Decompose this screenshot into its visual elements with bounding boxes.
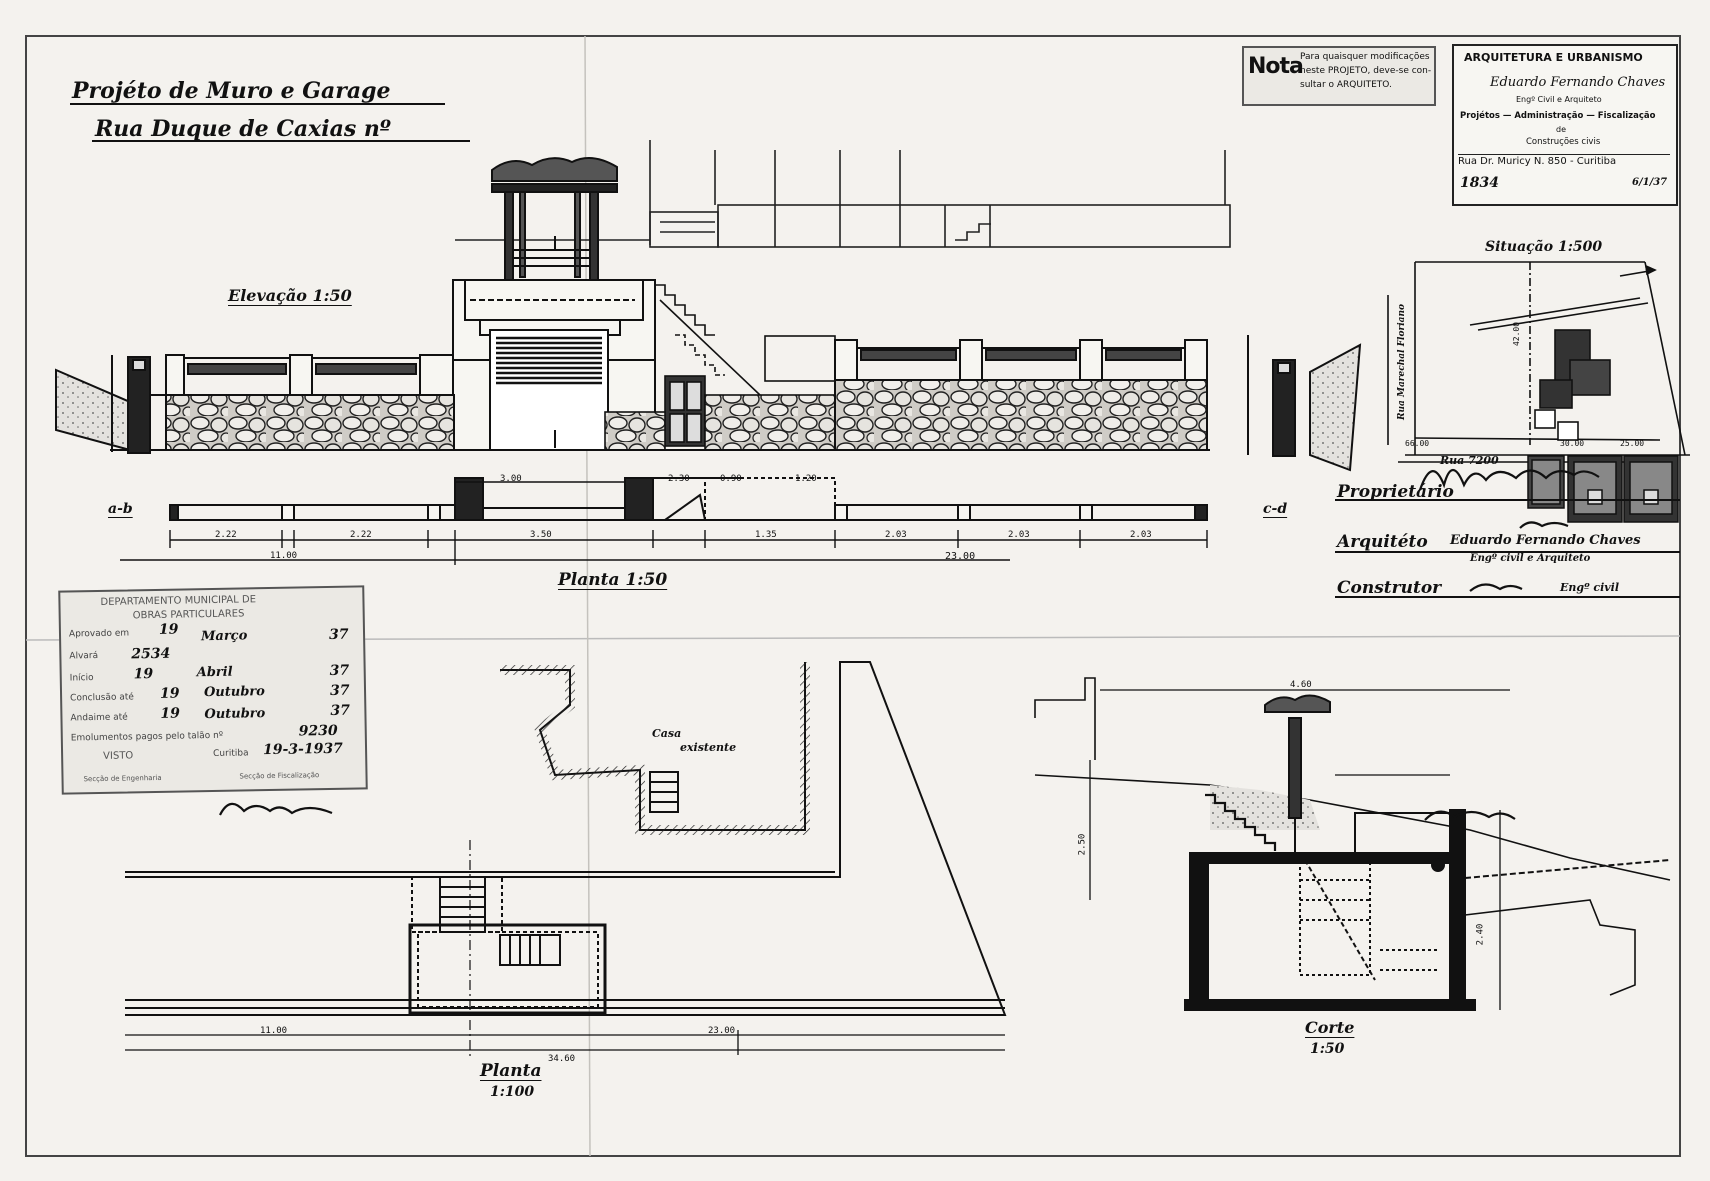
situation-side-street: Rua Marechal Floriano — [1397, 303, 1407, 420]
dim-3460: 34.60 — [548, 1054, 576, 1064]
approval-row1-month: Março — [200, 628, 248, 645]
dim-222a: 2.22 — [215, 530, 237, 540]
approval-row1-year: 37 — [328, 626, 349, 643]
office-header: ARQUITETURA E URBANISMO — [1464, 51, 1643, 64]
approval-sign1: Secção de Engenharia — [83, 773, 162, 784]
office-number: 1834 — [1460, 175, 1499, 191]
sit-dim-6600: 66.00 — [1405, 439, 1430, 448]
note-line2: neste PROJETO, deve-se con- — [1300, 66, 1432, 76]
office-address: Rua Dr. Muricy N. 850 - Curitiba — [1458, 154, 1670, 167]
approval-row1-day: 19 — [158, 621, 179, 638]
approval-header2: OBRAS PARTICULARES — [132, 608, 245, 622]
dim-222b: 2.22 — [350, 530, 372, 540]
approval-row3-year: 37 — [329, 662, 350, 679]
approval-row3-day: 19 — [133, 666, 154, 683]
sit-dim-2500: 25.00 — [1620, 439, 1645, 448]
section-scale: 1:50 — [1310, 1041, 1345, 1057]
office-services1: Projétos — Administração — Fiscalização — [1460, 111, 1656, 121]
dim-203c: 2.03 — [1130, 530, 1152, 540]
approval-row4-label: Conclusão até — [70, 692, 135, 704]
approval-sign2: Secção de Fiscalização — [239, 771, 320, 781]
approval-row4-month: Outubro — [203, 684, 266, 701]
architect-signature: Eduardo Fernando Chaves — [1450, 533, 1641, 548]
owner-label: Proprietário — [1337, 482, 1454, 502]
section-label: Corte — [1305, 1018, 1355, 1037]
note-line3: sultar o ARQUITETO. — [1300, 80, 1392, 90]
note-stamp: Nota Para quaisquer modificações neste P… — [1242, 46, 1436, 106]
dim-203b: 2.03 — [1008, 530, 1030, 540]
office-name: Eduardo Fernando Chaves — [1490, 75, 1666, 90]
approval-visto-label: VISTO — [103, 750, 134, 762]
dim-230: 2.30 — [668, 474, 690, 484]
sit-dim-4200: 42.00 — [1512, 321, 1522, 347]
dim-135: 1.35 — [755, 530, 777, 540]
builder-label: Construtor — [1337, 578, 1442, 598]
approval-date-label: Curitiba — [213, 748, 249, 760]
approval-row5-day: 19 — [160, 705, 181, 722]
sit-dim-3000: 30.00 — [1560, 439, 1585, 448]
architect-label: Arquitéto — [1337, 532, 1428, 552]
office-stamp: ARQUITETURA E URBANISMO Eduardo Fernando… — [1452, 44, 1678, 206]
office-role: Engº Civil e Arquiteto — [1516, 95, 1602, 104]
office-services2: de — [1556, 125, 1566, 134]
dim-350: 3.50 — [530, 530, 552, 540]
elevation-label: Elevação 1:50 — [228, 286, 352, 305]
section-ab-label: a-b — [108, 501, 133, 517]
dim-203a: 2.03 — [885, 530, 907, 540]
dim-1100: 11.00 — [270, 551, 298, 561]
architect-role: Engº civil e Arquiteto — [1470, 553, 1591, 564]
approval-row5-month: Outubro — [204, 706, 266, 723]
existing-house-label: Casa — [652, 727, 682, 740]
note-tag: Nota — [1248, 54, 1304, 79]
title-line2: Rua Duque de Caxias nº — [95, 116, 391, 142]
existing-house-label-2: existente — [680, 741, 737, 754]
dim-2300: 23.00 — [945, 551, 976, 562]
dim-1100b: 11.00 — [260, 1026, 288, 1036]
approval-row3-month: Abril — [196, 664, 233, 681]
approval-row3-label: Início — [69, 673, 94, 684]
dim-120: 1.20 — [795, 474, 817, 484]
approval-row5-label: Andaime até — [70, 712, 128, 724]
approval-header1: DEPARTAMENTO MUNICIPAL DE — [100, 594, 257, 608]
approval-stamp: DEPARTAMENTO MUNICIPAL DE OBRAS PARTICUL… — [58, 585, 368, 795]
dim-250: 2.50 — [1077, 833, 1088, 856]
builder-signature: Engº civil — [1560, 581, 1620, 594]
approval-row4-year: 37 — [329, 682, 350, 699]
dim-300: 3.00 — [500, 474, 522, 484]
approval-date-value: 19-3-1937 — [262, 740, 343, 759]
situation-label: Situação 1:500 — [1485, 239, 1603, 255]
note-line1: Para quaisquer modificações — [1300, 52, 1430, 62]
dim-090: 0.90 — [720, 474, 742, 484]
title-line1: Projéto de Muro e Garage — [72, 78, 391, 104]
section-cd-label: c-d — [1263, 501, 1288, 517]
approval-row6-value: 9230 — [298, 722, 338, 740]
dim-240: 2.40 — [1475, 923, 1486, 946]
dim-460: 4.60 — [1290, 680, 1312, 690]
approval-row2-value: 2534 — [131, 645, 171, 663]
office-date: 6/1/37 — [1632, 177, 1668, 188]
office-services3: Construções civis — [1526, 137, 1601, 147]
plan-50-label: Planta 1:50 — [558, 570, 668, 590]
plan-100-label: Planta — [480, 1061, 542, 1081]
dim-2300b: 23.00 — [708, 1026, 736, 1036]
approval-row5-year: 37 — [330, 702, 351, 719]
approval-row4-day: 19 — [159, 685, 180, 702]
approval-row2-label: Alvará — [69, 651, 99, 662]
approval-row6-label: Emolumentos pagos pelo talão nº — [70, 730, 224, 744]
approval-row1-label: Aprovado em — [68, 628, 130, 640]
plan-100-scale: 1:100 — [490, 1084, 535, 1100]
situation-street: Rua 7200 — [1440, 454, 1499, 467]
